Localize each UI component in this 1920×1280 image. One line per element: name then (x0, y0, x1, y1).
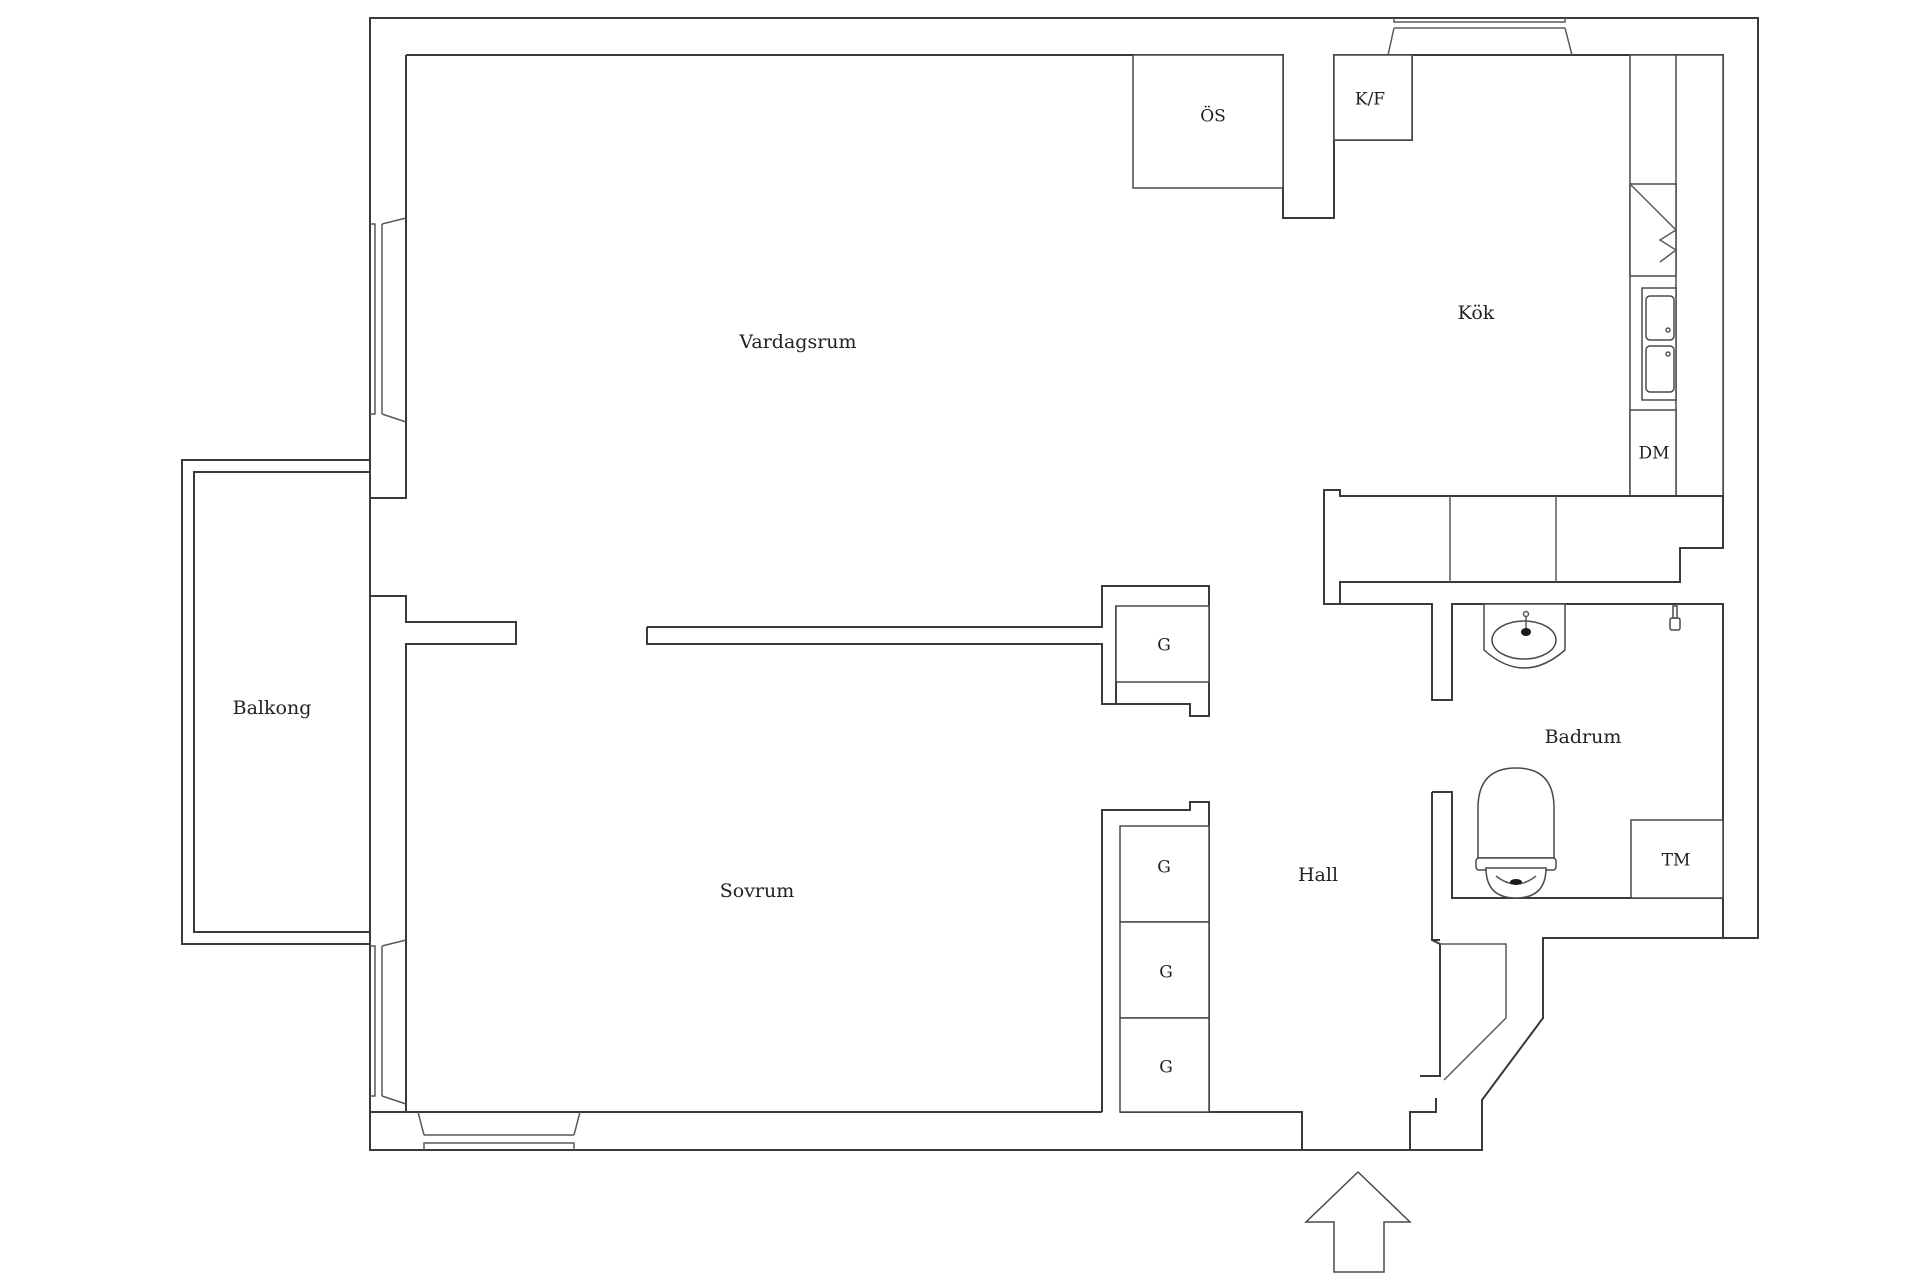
bathroom-wall-left (1432, 791, 1723, 899)
label-wardrobe-upper: G (1157, 636, 1171, 656)
balcony-outer (181, 459, 370, 945)
wardrobe-2 (1119, 921, 1210, 1019)
inner-wall-bottom-right (1120, 1111, 1303, 1150)
label-os: ÖS (1200, 106, 1226, 127)
hall-wall-right (1420, 939, 1441, 1077)
washbasin-icon (1483, 603, 1566, 669)
dishwasher (1629, 409, 1677, 497)
label-kf: K/F (1355, 90, 1385, 110)
outer-wall-outline (369, 17, 1759, 1151)
wardrobe-3 (1119, 1017, 1210, 1113)
window-left-upper (370, 217, 407, 423)
balcony (181, 459, 370, 945)
outer-walls (369, 17, 1759, 1151)
partition-wall-main-b (646, 627, 1190, 705)
room-label-vardagsrum: Vardagsrum (738, 331, 856, 353)
label-wardrobe-3: G (1159, 1058, 1173, 1078)
room-label-kok: Kök (1458, 302, 1495, 324)
kitchen-lower-cabinets-outline (1323, 489, 1724, 605)
toilet-icon (1475, 767, 1557, 899)
bathroom-wall-top (1324, 603, 1724, 938)
label-wardrobe-1: G (1157, 858, 1171, 878)
wardrobe-upper (1115, 605, 1210, 683)
room-label-balkong: Balkong (233, 697, 312, 719)
shower-tap-icon (1669, 605, 1681, 631)
entrance-arrow-icon (1304, 1170, 1412, 1273)
room-label-hall: Hall (1298, 864, 1338, 886)
bathroom-wall-inner (1431, 792, 1440, 941)
hall-closet-diagonal (1440, 943, 1507, 1081)
stove-icon (1629, 183, 1678, 277)
counter-edge (1675, 54, 1724, 497)
wall-cabinet-os (1132, 54, 1284, 189)
kitchen (1132, 54, 1724, 605)
windows (370, 18, 1573, 1150)
partition-walls (646, 585, 1210, 1113)
hall-walls (1301, 939, 1507, 1150)
label-wardrobe-2: G (1159, 963, 1173, 983)
window-top (1387, 18, 1573, 56)
room-label-sovrum: Sovrum (720, 880, 795, 902)
balcony-inner (193, 471, 370, 933)
fridge-freezer (1333, 54, 1413, 141)
washing-machine (1630, 819, 1724, 899)
hall-wall-lower (1301, 1111, 1436, 1150)
window-left-lower (370, 939, 407, 1105)
window-bottom (417, 1111, 581, 1150)
label-tm: TM (1662, 851, 1691, 871)
kitchen-sink-icon (1641, 287, 1677, 401)
bathroom (1324, 603, 1724, 941)
room-label-badrum: Badrum (1545, 726, 1622, 748)
inner-wall-left-mid (370, 595, 517, 1113)
label-dm: DM (1638, 444, 1669, 464)
inner-wall-bottom-right-2 (1409, 1098, 1437, 1150)
inner-wall-left-top (370, 55, 407, 499)
